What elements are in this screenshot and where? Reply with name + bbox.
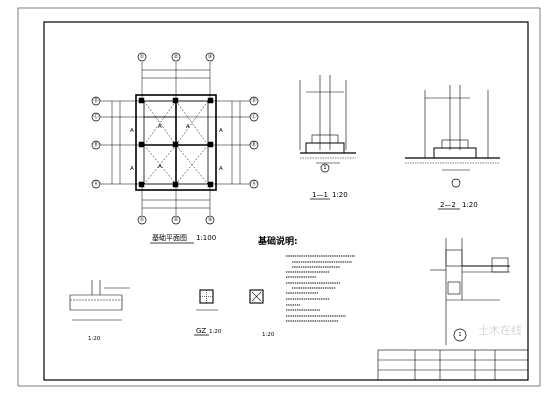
section-1-1-bubble: 1 xyxy=(323,165,326,171)
grid-bubble-top-1: ① xyxy=(140,54,145,60)
grid-bubble-right-a: Ⓐ xyxy=(251,180,256,187)
grid-bubble-left-c: Ⓒ xyxy=(93,113,98,120)
section-1-1-label: 1—1 xyxy=(312,191,328,199)
section-1-1-drawing xyxy=(299,75,356,164)
section-2-2-scale: 1:20 xyxy=(462,201,478,209)
detail-small-scale: 1:20 xyxy=(262,332,275,338)
grid-bubble-left-b: Ⓑ xyxy=(93,141,98,148)
detail-gz-label: GZ xyxy=(196,327,206,335)
grid-bubble-left-d: Ⓓ xyxy=(93,97,98,104)
room-mark-6: A xyxy=(130,166,134,172)
room-mark-1: A xyxy=(130,128,134,134)
grid-bubble-right-b: Ⓑ xyxy=(251,141,256,148)
detail-right-drawing xyxy=(430,238,510,345)
detail-right-bubble-group: 1 xyxy=(453,328,467,342)
notes-title: 基础说明: xyxy=(257,235,298,247)
bottom-grid-bubbles: ① ② ③ xyxy=(137,215,215,225)
detail-small-drawing xyxy=(249,289,264,304)
right-grid-bubbles: Ⓓ Ⓒ Ⓑ Ⓐ xyxy=(249,96,259,189)
room-mark-5: A xyxy=(158,164,162,170)
section-2-2-drawing xyxy=(405,85,500,171)
left-grid-bubbles: Ⓓ Ⓒ Ⓑ Ⓐ xyxy=(91,96,101,189)
detail-right-bubble: 1 xyxy=(458,332,461,338)
grid-bubble-bottom-1: ① xyxy=(140,217,145,223)
foundation-plan xyxy=(100,62,250,215)
room-mark-4: A xyxy=(219,128,223,134)
grid-bubble-bottom-2: ② xyxy=(174,217,179,223)
detail-left-drawing xyxy=(69,280,130,321)
detail-gz-drawing xyxy=(196,289,218,311)
section-1-1-scale: 1:20 xyxy=(332,191,348,199)
plan-title: 基础平面图 xyxy=(152,233,187,242)
sheet-inner-border xyxy=(43,21,529,381)
grid-bubble-left-a: Ⓐ xyxy=(93,180,98,187)
section-1-1-bubble-group: 1 xyxy=(320,163,330,173)
section-2-2-bubble xyxy=(451,178,461,188)
watermark: 土木在线 xyxy=(478,323,522,337)
section-2-2-label: 2—2 xyxy=(440,201,456,209)
top-grid-bubbles: ① ② ③ xyxy=(137,52,215,62)
grid-bubble-right-d: Ⓓ xyxy=(251,97,256,104)
grid-bubble-top-2: ② xyxy=(174,54,179,60)
room-mark-3: A xyxy=(186,124,190,130)
notes-text-lines xyxy=(286,255,355,322)
detail-left-scale: 1:20 xyxy=(88,336,101,342)
sheet-outer-border xyxy=(17,7,541,387)
detail-gz-scale: 1:20 xyxy=(209,329,222,335)
room-mark-2: A xyxy=(158,124,162,130)
title-block xyxy=(377,349,529,381)
plan-scale: 1:100 xyxy=(196,234,216,242)
grid-bubble-right-c: Ⓒ xyxy=(251,113,256,120)
grid-bubble-bottom-3: ③ xyxy=(208,217,212,223)
grid-bubble-top-3: ③ xyxy=(208,54,212,60)
room-mark-7: A xyxy=(219,166,223,172)
